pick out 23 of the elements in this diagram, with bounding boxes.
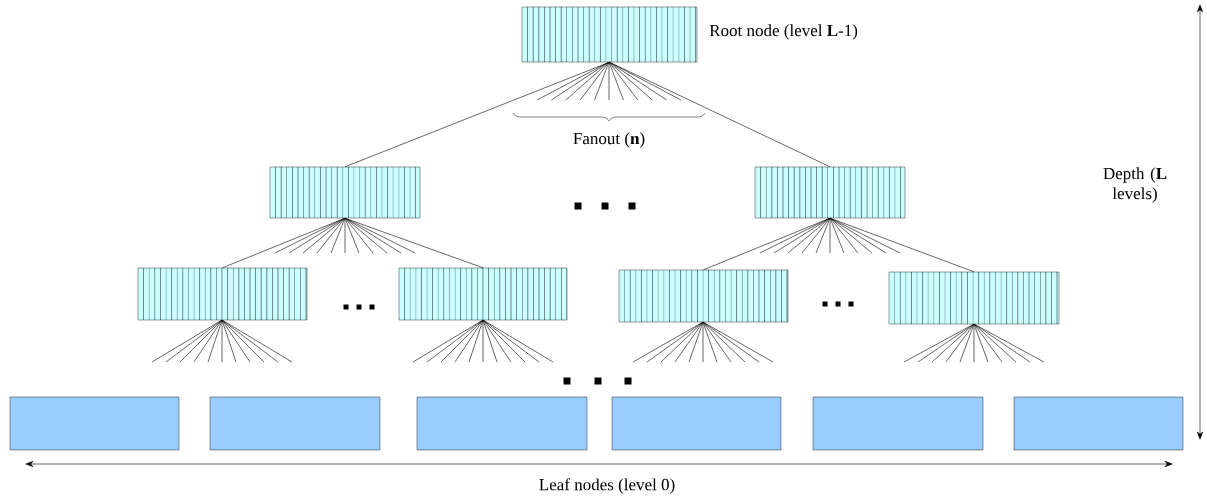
leaf-node-box — [812, 396, 984, 451]
striped-node-box — [521, 6, 698, 63]
node-caption: Root node (level L-1) — [709, 24, 858, 40]
connector-line — [344, 61, 610, 168]
striped-node-box — [137, 267, 308, 321]
striped-node-box — [618, 269, 789, 323]
leaf-node-box — [416, 396, 588, 451]
leaf-node-box — [1013, 396, 1184, 451]
connector-line — [344, 217, 484, 269]
label-text: Depth (L levels) — [1103, 167, 1167, 203]
leaf-node-box — [209, 396, 381, 451]
connector-line — [829, 217, 975, 273]
connector-line — [703, 217, 831, 271]
connector-line — [222, 217, 346, 269]
striped-node-box — [398, 267, 568, 321]
label-text: Leaf nodes (level 0) — [539, 478, 675, 494]
label-text: Fanout (n) — [573, 132, 645, 148]
striped-node-box — [888, 271, 1060, 325]
connector-line — [609, 61, 831, 168]
leaf-node-box — [9, 396, 180, 451]
striped-node-box — [754, 166, 906, 219]
striped-node-box — [269, 166, 421, 219]
leaf-node-box — [611, 396, 782, 451]
